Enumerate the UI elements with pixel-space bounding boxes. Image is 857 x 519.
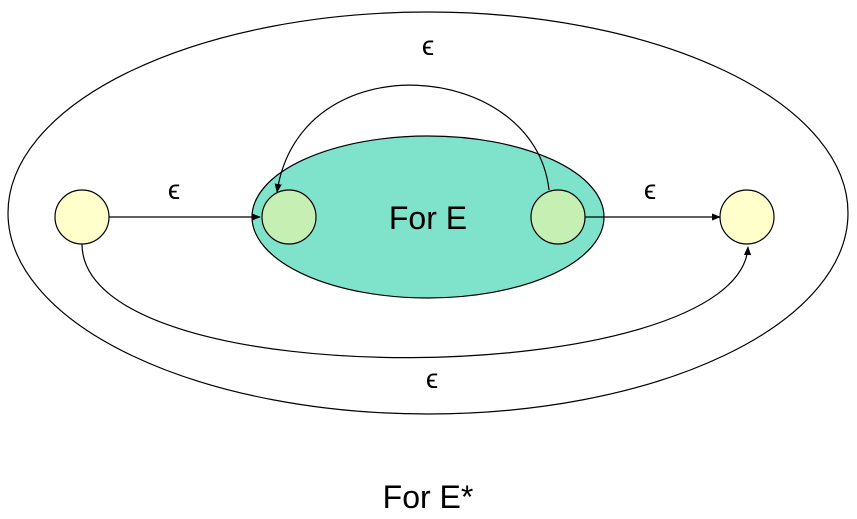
edge-loop-back [274,84,550,193]
edge-skip [81,243,752,359]
edge-label-inner-to-final: ϵ [644,174,656,205]
final-state [719,189,775,245]
diagram-caption: For E* [383,479,474,515]
start-state [54,189,110,245]
edge-label-loop-back: ϵ [422,30,434,61]
edge-label-skip: ϵ [426,363,438,394]
edge-label-start-to-inner: ϵ [168,174,180,205]
outer-boundary-ellipse [7,11,849,415]
inner-final-state [530,189,586,245]
inner-start-state [261,189,317,245]
inner-e-label: For E [389,200,467,236]
